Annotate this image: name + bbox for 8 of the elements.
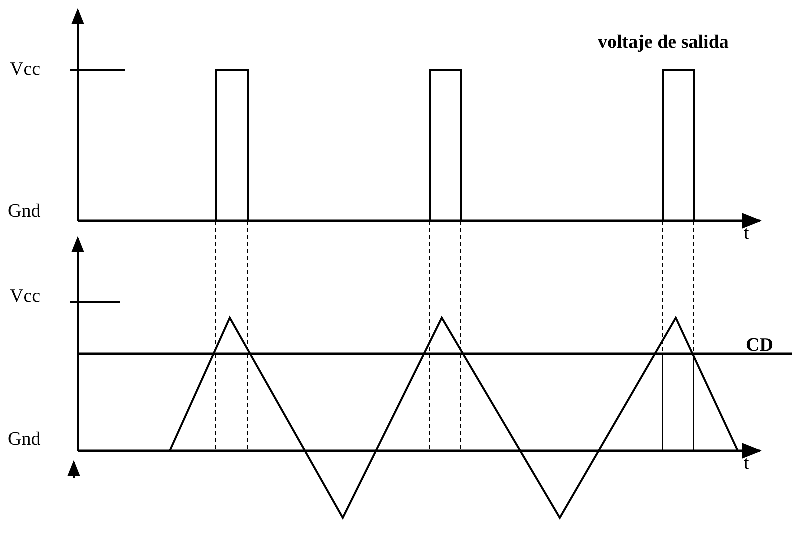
axis-label: Gnd xyxy=(8,202,41,221)
axis-label: Vcc xyxy=(10,60,41,79)
waveform-title: voltaje de salida xyxy=(598,33,729,52)
axis-label: t xyxy=(744,454,750,473)
line-label: CD xyxy=(746,336,774,355)
axis-label: t xyxy=(744,224,750,243)
axis-label: Vcc xyxy=(10,287,41,306)
axis-label: Gnd xyxy=(8,430,41,449)
